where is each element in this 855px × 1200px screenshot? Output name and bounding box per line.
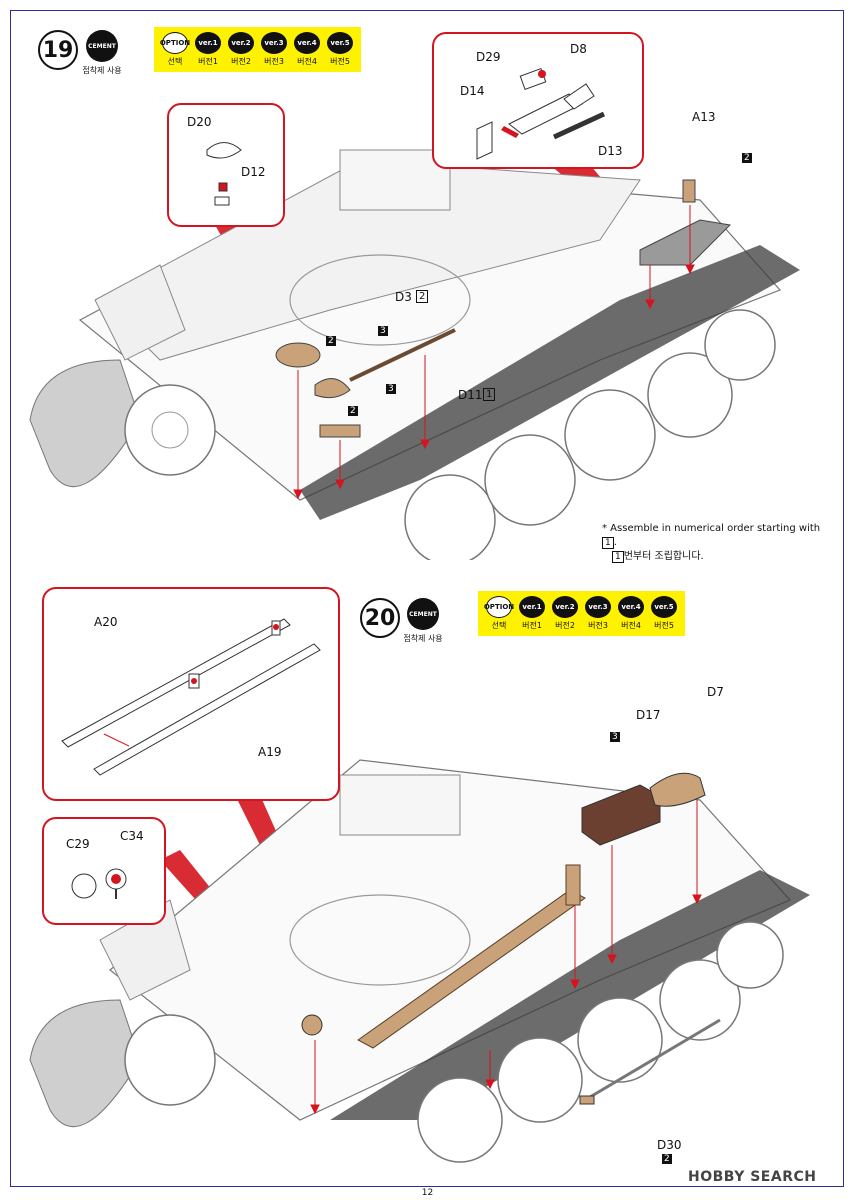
part-label-d12: D12 <box>241 165 266 179</box>
watermark-logo: HOBBY SEARCH <box>688 1169 817 1185</box>
callout-d29-d8-d14-d13: D29 D8 D14 D13 <box>432 32 644 169</box>
part-c29-c34-drawing <box>71 868 127 899</box>
part-label-a20: A20 <box>94 615 118 629</box>
callout-c29-c34: C29 C34 <box>42 817 166 925</box>
tank-illustration-step20 <box>29 759 810 1163</box>
mark-triangle-2: 2 <box>326 336 336 346</box>
mark-triangle-3: 3 <box>610 732 620 742</box>
page-number: 12 <box>421 1188 434 1198</box>
mark-triangle-2: 2 <box>662 1154 672 1164</box>
page-frame <box>10 10 844 1187</box>
part-label-c34: C34 <box>120 829 144 843</box>
part-label-a13: A13 <box>692 110 716 124</box>
mark-triangle-2: 2 <box>742 153 752 163</box>
cement-indicator: CEMENT 접착제 사용 <box>378 598 468 644</box>
step-number-badge: 19 <box>38 30 78 70</box>
part-a20-a19-drawing <box>61 618 321 776</box>
mark-triangle-3: 3 <box>378 326 388 336</box>
part-label-d13: D13 <box>598 144 623 158</box>
note-number-box: 1 <box>602 537 614 549</box>
part-label-d8: D8 <box>570 42 587 56</box>
part-label-d11: D11 <box>458 388 483 402</box>
part-d20-d12-drawing <box>206 142 242 206</box>
cement-icon: CEMENT <box>407 598 439 630</box>
tank-illustration-step19 <box>29 149 800 560</box>
part-label-d7: D7 <box>707 685 724 699</box>
part-label-d30: D30 <box>657 1138 682 1152</box>
part-label-d14: D14 <box>460 84 485 98</box>
step-number-badge: 20 <box>360 598 400 638</box>
assembly-note: * Assemble in numerical order starting w… <box>602 523 821 563</box>
part-label-a19: A19 <box>258 745 282 759</box>
part-d8-d13-drawing <box>476 68 606 160</box>
mark-triangle-3: 3 <box>386 384 396 394</box>
cement-indicator: CEMENT 접착제 사용 <box>57 30 147 76</box>
part-label-d20: D20 <box>187 115 212 129</box>
part-number-box: 2 <box>416 290 429 303</box>
part-label-c29: C29 <box>66 837 90 851</box>
part-number-box: 1 <box>483 388 496 401</box>
note-english: * Assemble in numerical order starting w… <box>602 523 821 534</box>
part-label-d3: D3 <box>395 290 412 304</box>
cement-icon: CEMENT <box>86 30 118 62</box>
part-label-d17: D17 <box>636 708 661 722</box>
cement-caption: 접착제 사용 <box>403 634 443 643</box>
callout-d20-d12: D20 D12 <box>167 103 285 227</box>
part-label-d29: D29 <box>476 50 501 64</box>
mark-triangle-2: 2 <box>348 406 358 416</box>
callout-a20-a19: A20 A19 <box>42 587 340 801</box>
note-number-box: 1 <box>612 551 624 563</box>
cement-caption: 접착제 사용 <box>82 66 122 75</box>
note-korean: 번부터 조립합니다. <box>623 551 704 562</box>
